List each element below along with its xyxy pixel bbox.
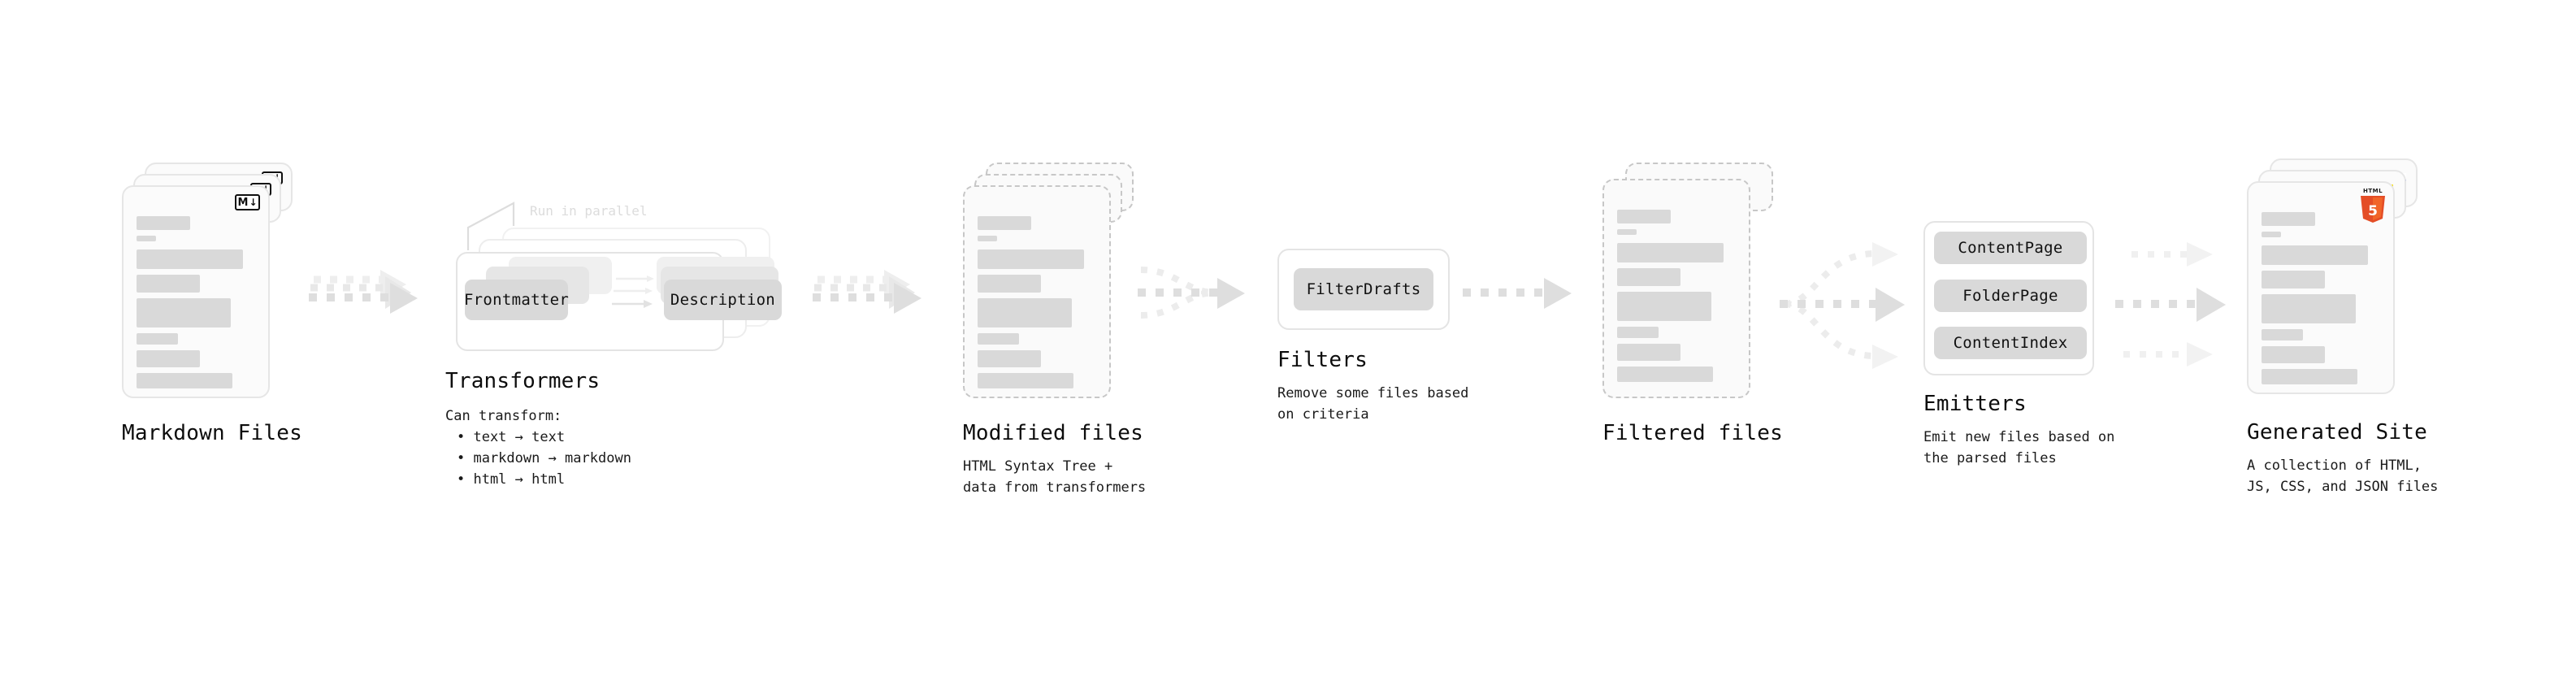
content-placeholder-bar	[978, 216, 1031, 230]
stage-subtitle-generated-site: A collection of HTML, JS, CSS, and JSON …	[2247, 458, 2439, 495]
generated-site-card-front: HTML 5	[2247, 181, 2395, 394]
emitter-chip-contentpage[interactable]: ContentPage	[1934, 232, 2087, 264]
content-placeholder-bar	[137, 236, 156, 241]
filtered-file-card-front	[1602, 179, 1750, 398]
svg-text:5: 5	[2368, 203, 2378, 219]
stage-modified-files: Modified files HTML Syntax Tree + data f…	[963, 163, 1146, 496]
modified-file-card-front	[963, 185, 1111, 398]
stage-title-transformers: Transformers	[445, 369, 601, 393]
content-placeholder-bar	[1617, 243, 1724, 262]
content-placeholder-bar	[1617, 292, 1711, 321]
stage-subtitle-transformers: Can transform:	[445, 408, 562, 424]
content-placeholder-bar	[978, 249, 1084, 269]
transformer-chip-frontmatter[interactable]: Frontmatter	[464, 280, 569, 320]
content-placeholder-bar	[2262, 369, 2357, 384]
content-placeholder-bar	[1617, 327, 1659, 338]
content-placeholder-bar	[978, 298, 1072, 327]
content-placeholder-bar	[137, 298, 231, 327]
stage-title-modified-files: Modified files	[963, 421, 1143, 445]
content-placeholder-bar	[2262, 232, 2281, 237]
generated-site-file-stack: CSS HTML 5	[2247, 158, 2418, 394]
content-placeholder-bar	[1617, 229, 1637, 235]
markdown-icon: M↓	[235, 194, 260, 210]
markdown-icon-arrow: ↓	[249, 197, 258, 208]
stage-filtered-files: Filtered files	[1602, 163, 1783, 445]
stage-title-emitters: Emitters	[1923, 392, 2027, 416]
markdown-file-card-front: M↓	[122, 185, 270, 398]
stage-generated-site: CSS HTML 5	[2247, 158, 2438, 495]
stage-title-filters: Filters	[1277, 348, 1368, 372]
transformer-bullet-2: • html → html	[457, 471, 566, 488]
transformer-chip-description[interactable]: Description	[664, 280, 782, 320]
content-placeholder-bar	[2262, 245, 2368, 265]
content-placeholder-bar	[2262, 329, 2303, 340]
content-placeholder-bar	[978, 236, 997, 241]
emitter-chip-folderpage[interactable]: FolderPage	[1934, 280, 2087, 312]
content-placeholder-bar	[978, 350, 1041, 367]
content-placeholder-bar	[1617, 367, 1713, 382]
content-placeholder-bar	[1617, 344, 1680, 361]
content-placeholder-bar	[978, 275, 1041, 293]
content-placeholder-bar	[2262, 294, 2356, 323]
connector-filters-to-filtered	[1463, 278, 1572, 309]
content-placeholder-bar	[2262, 212, 2315, 226]
stage-title-generated-site: Generated Site	[2247, 420, 2427, 445]
stage-title-markdown-files: Markdown Files	[122, 421, 302, 445]
connector-modified-to-filters	[1138, 267, 1245, 319]
stage-subtitle-emitters: Emit new files based on the parsed files	[1923, 429, 2115, 466]
content-placeholder-bar	[2262, 271, 2325, 288]
content-placeholder-bar	[137, 333, 178, 345]
stage-markdown-files: M↓ M↓ M↓ M	[122, 163, 302, 445]
markdown-icon-letter: M	[237, 196, 249, 209]
content-placeholder-bar	[137, 249, 243, 269]
connector-filtered-to-emitters	[1780, 242, 1905, 369]
parallel-label: Run in parallel	[530, 203, 648, 219]
html5-icon-word: HTML	[2362, 188, 2383, 194]
filtered-file-stack	[1602, 163, 1773, 398]
content-placeholder-bar	[137, 275, 200, 293]
transformer-bullet-0: • text → text	[457, 429, 566, 445]
connector-transformers-to-modified	[813, 270, 922, 314]
filter-chip-filterdrafts[interactable]: FilterDrafts	[1294, 268, 1433, 310]
emitter-chip-contentindex[interactable]: ContentIndex	[1934, 327, 2087, 359]
stage-subtitle-modified-files: HTML Syntax Tree + data from transformer…	[963, 458, 1147, 496]
content-placeholder-bar	[2262, 346, 2325, 363]
connector-emitters-to-site	[2115, 242, 2226, 367]
transformer-bullet-1: • markdown → markdown	[457, 450, 631, 466]
stage-subtitle-filters: Remove some files based on criteria	[1277, 385, 1469, 423]
content-placeholder-bar	[1617, 268, 1680, 286]
content-placeholder-bar	[978, 333, 1019, 345]
content-placeholder-bar	[137, 373, 232, 388]
content-placeholder-bar	[978, 373, 1073, 388]
markdown-file-stack: M↓ M↓ M↓	[122, 163, 293, 398]
stage-title-filtered-files: Filtered files	[1602, 421, 1783, 445]
modified-file-stack	[963, 163, 1134, 398]
content-placeholder-bar	[137, 216, 190, 230]
html5-icon: HTML 5	[2359, 188, 2387, 223]
content-placeholder-bar	[1617, 210, 1671, 223]
connector-markdown-to-transformers	[309, 270, 418, 314]
content-placeholder-bar	[137, 350, 200, 367]
